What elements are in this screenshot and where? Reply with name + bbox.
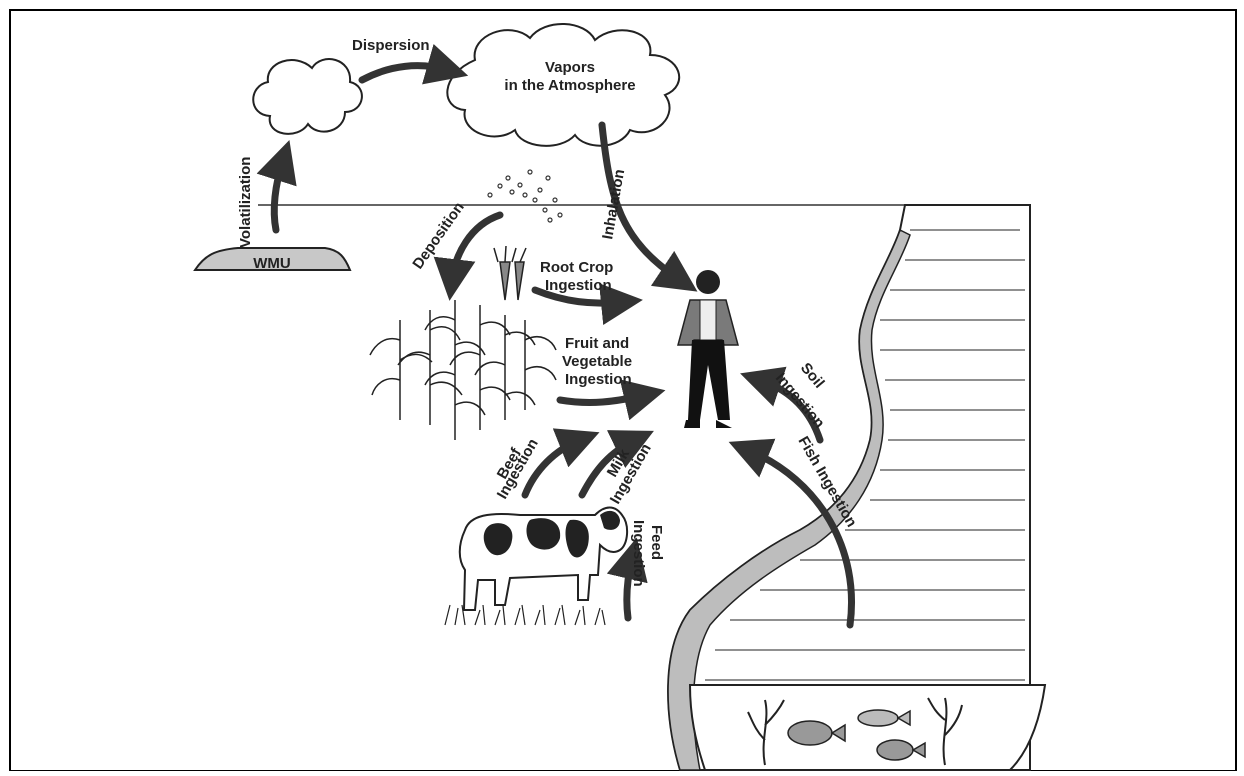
dispersion-arrow — [362, 66, 448, 80]
soil-label-line1: Soil — [797, 360, 828, 392]
vapors-label-line1: Vapors — [545, 59, 595, 76]
corn-field-icon — [370, 300, 556, 440]
cliff-and-water — [668, 205, 1045, 770]
person-icon — [678, 270, 738, 428]
fruit-label-line3: Ingestion — [565, 371, 632, 388]
small-cloud-icon — [253, 59, 362, 134]
root-crop-label-line2: Ingestion — [545, 277, 612, 294]
feed-label-line2: Ingestion — [630, 520, 647, 587]
volatilization-arrow — [274, 160, 283, 230]
deposition-arrow — [452, 215, 500, 280]
root-crop-icon — [494, 246, 526, 300]
cow-icon — [460, 508, 627, 611]
root-crop-label-line1: Root Crop — [540, 259, 613, 276]
wmu-label: WMU — [253, 255, 291, 272]
fruit-label-line1: Fruit and — [565, 335, 629, 352]
fruit-label-line2: Vegetable — [562, 353, 632, 370]
vapors-label-line2: in the Atmosphere — [504, 77, 635, 94]
volatilization-label: Volatilization — [237, 157, 254, 248]
fruit-arrow — [560, 395, 645, 402]
dispersion-label: Dispersion — [352, 37, 430, 54]
feed-label-line1: Feed — [648, 525, 665, 560]
